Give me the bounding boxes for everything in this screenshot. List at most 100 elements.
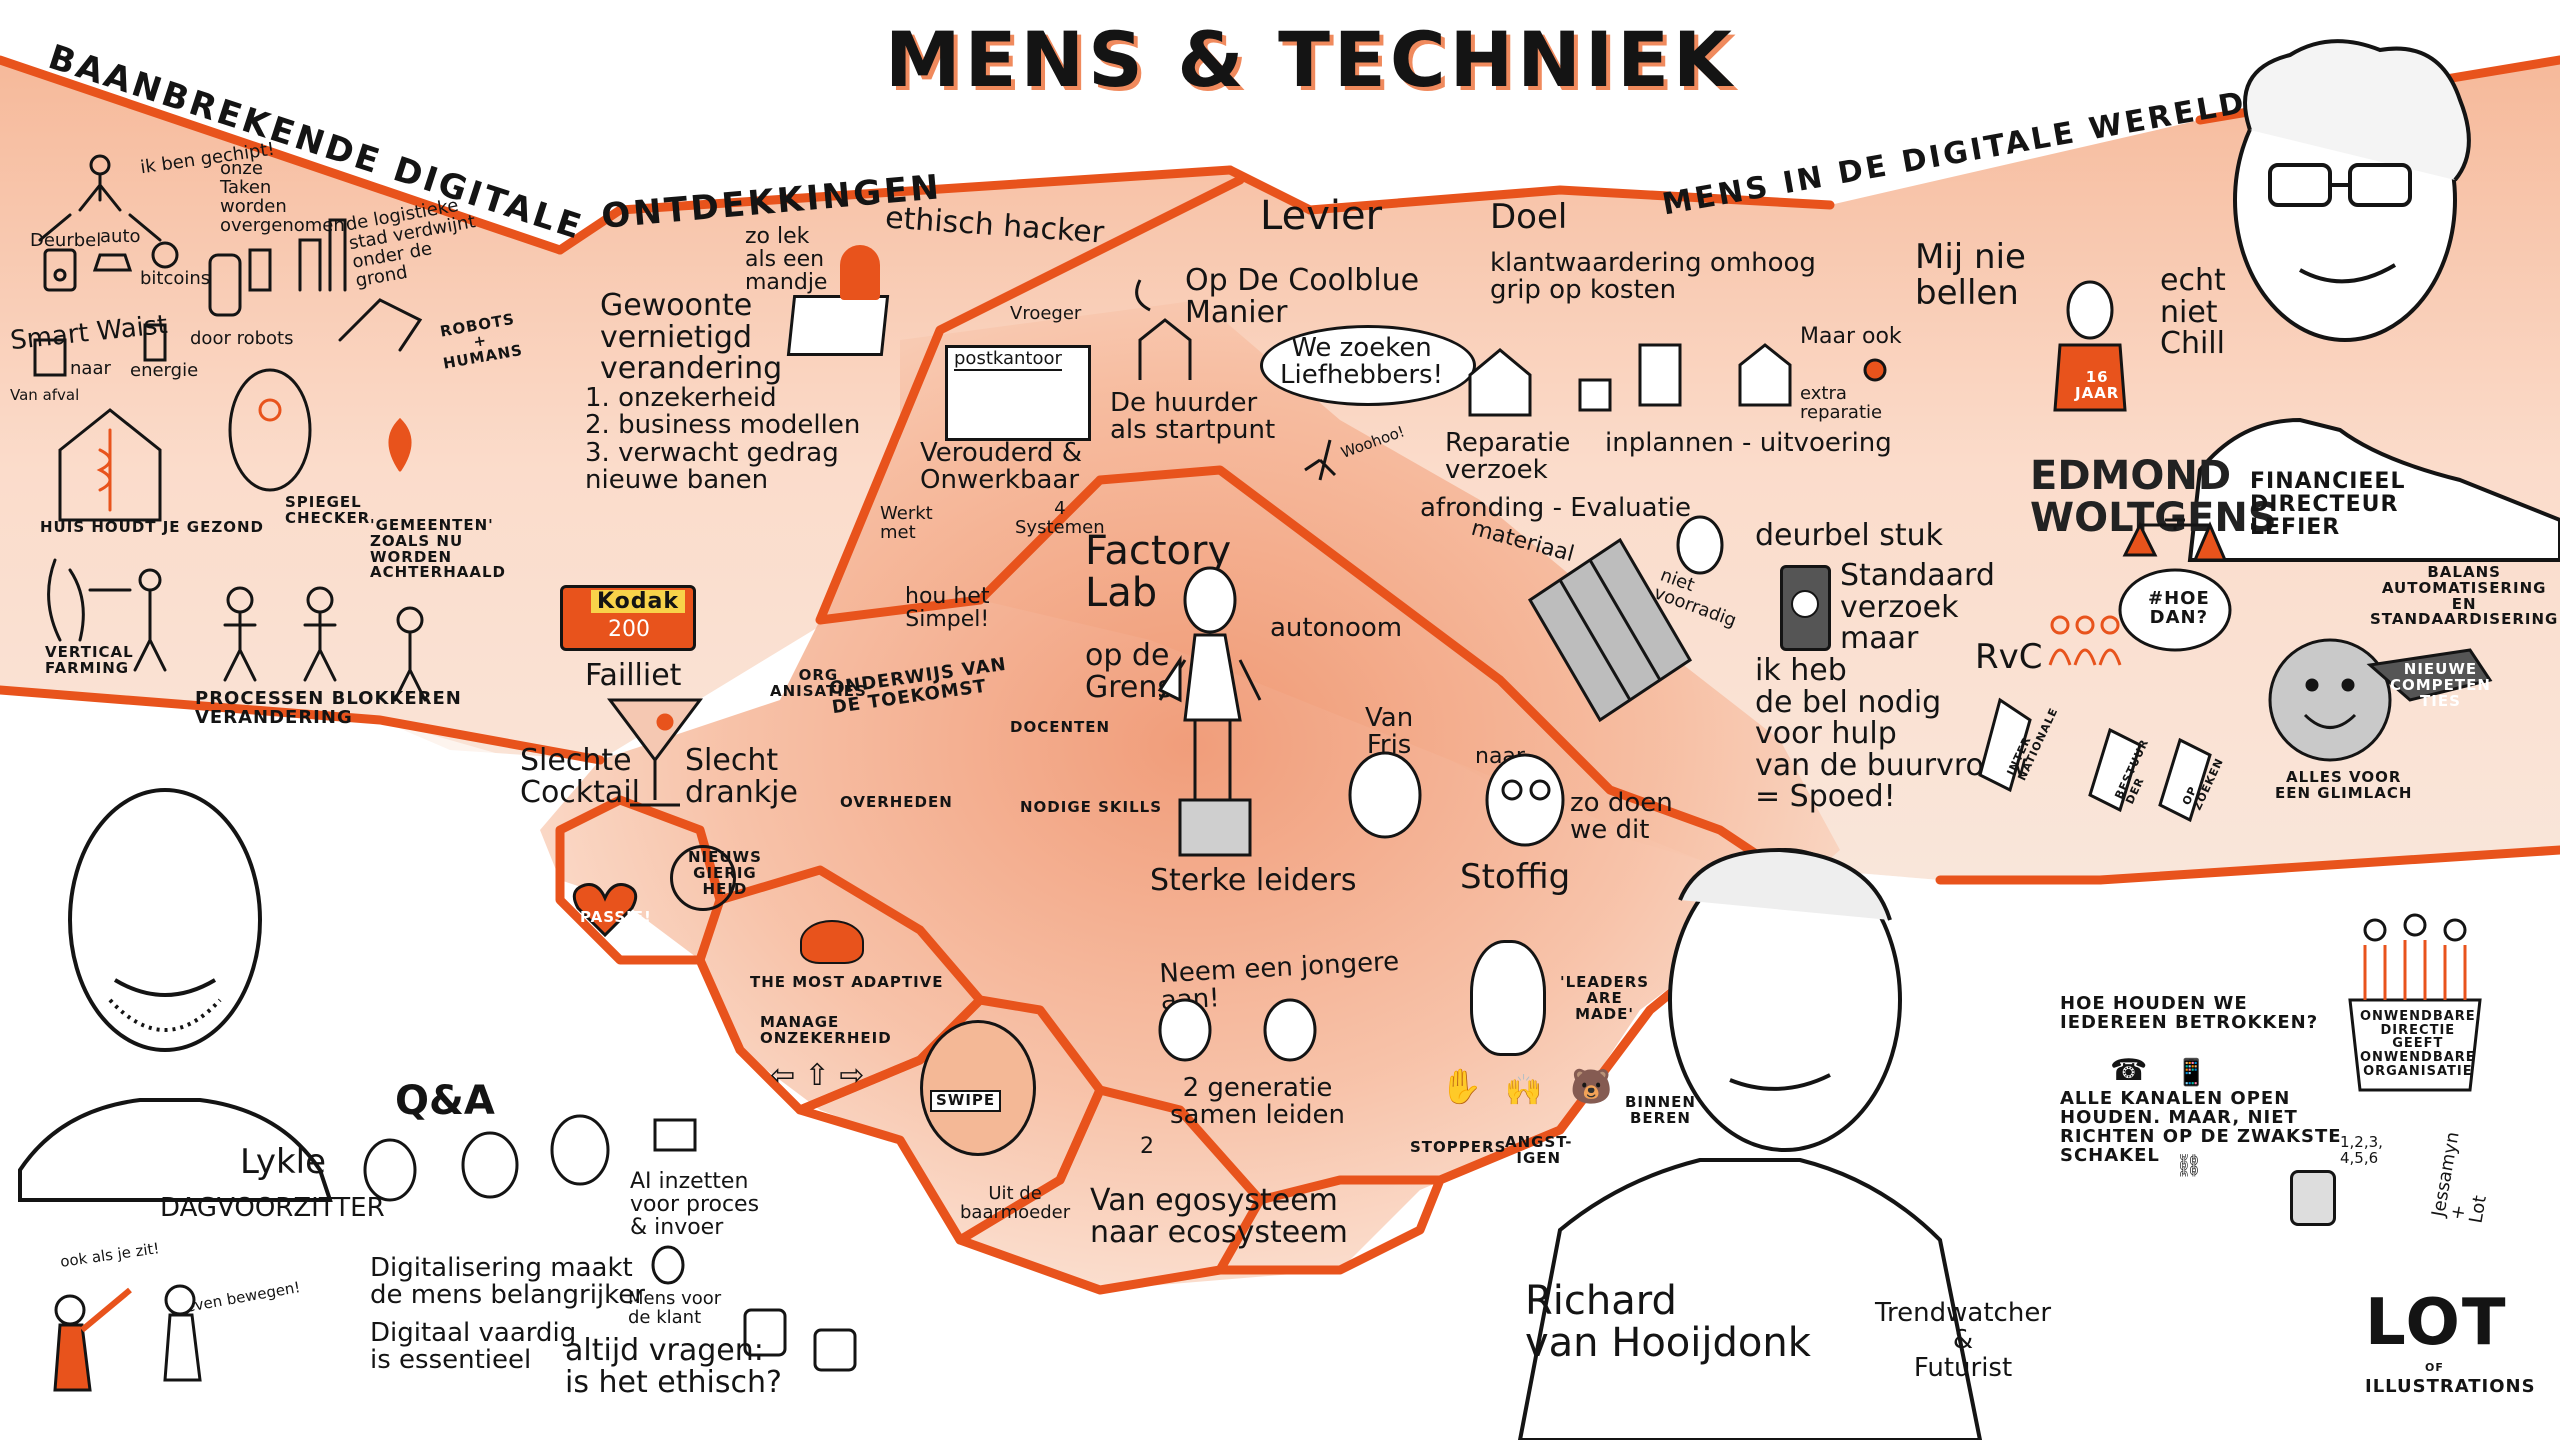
swipe-label: SWIPE [930,1090,1002,1112]
competencies-label: NIEUWE COMPETEN TIES [2390,660,2491,710]
fearful-label: ANGST- IGEN [1505,1133,1573,1167]
strong-leaders-label: Sterke leiders [1150,863,1357,898]
numbers-label: 1,2,3, 4,5,6 [2340,1133,2383,1167]
repair-request-label: Reparatie verzoek [1445,428,1571,486]
car-label: auto [100,226,141,247]
bad-drink-label: Slecht drankje [685,743,798,810]
doorbell-label: Deurbel [30,230,102,251]
digitalisation-label: Digitalisering maakt de mens belangrijke… [370,1253,645,1311]
municipalities-label: 'GEMEENTEN' ZOALS NU WORDEN ACHTERHAALD [370,516,506,582]
tasks-label: onze Taken worden overgenomen [220,158,345,236]
goal-heading: Doel [1490,197,1568,237]
levier-heading: Levier [1260,193,1383,239]
bitcoins-label: bitcoins [140,268,211,289]
edmond-name: EDMOND WOLTGENS [2030,453,2277,541]
standard-request-label: Standaard verzoek maar [1840,558,1995,656]
heart-icon [570,880,640,940]
passion-label: PASSIE! [580,908,652,926]
lovers-label: We zoeken Liefhebbers! [1280,333,1443,391]
lobster-icon [800,920,864,964]
vertical-farming-label: VERTICAL FARMING [45,643,134,677]
inside-bears-label: BINNEN BEREN [1625,1093,1696,1127]
bald-head-icon [1470,940,1546,1056]
richard-role: Trendwatcher & Futurist [1875,1298,2052,1383]
lot-logo: LOT [2365,1286,2508,1360]
smile-label: ALLES VOOR EEN GLIMLACH [2275,768,2413,802]
naar-label: naar [70,358,111,379]
lykle-name: Lykle [240,1142,326,1182]
doorbell-device-icon [1780,565,1831,651]
hacker-hood-icon [840,245,880,300]
dont-call-label: Mij nie bellen [1915,237,2026,313]
rvc-label: RvC [1975,637,2043,677]
works-with-label: Werkt met [880,503,933,543]
post-office-label: postkantoor [954,348,1062,371]
coolblue-label: Op De Coolblue Manier [1185,263,1420,330]
ecosystem-label: Van egosysteem naar ecosysteem [1090,1183,1348,1250]
skills-label: NODIGE SKILLS [1020,798,1163,816]
womb-label: Uit de baarmoeder [960,1183,1071,1223]
laptop-icon [786,295,890,356]
healthy-house-label: HUIS HOUDT JE GEZOND [40,518,264,536]
ai-label: AI inzetten voor proces & invoer [630,1169,760,1241]
robot-small-icon [2290,1170,2336,1226]
bad-cocktail-label: Slechte Cocktail [520,743,640,810]
to-label: naar [1475,744,1525,769]
arrows-icon: ⇦ ⇧ ⇨ [770,1058,865,1093]
qa-heading: Q&A [395,1078,495,1124]
habit-heading: Gewoonte vernietigd verandering [600,288,783,386]
outdated-label: Verouderd & Onwerkbaar [920,438,1083,496]
dusty-label: Stoffig [1460,857,1571,897]
orange-outline-strokes [0,55,2560,1295]
two-label: 2 [1140,1134,1154,1159]
edmond-role: FINANCIEEL DIRECTEUR LEFIER [2250,469,2406,541]
autonomous-label: autonoom [1270,613,1403,643]
not-chill-label: echt niet Chill [2160,263,2226,361]
phone-icon: ☎ [2110,1053,2148,1088]
on-edge-label: op de Grens [1085,638,1174,705]
magnifier-icon [670,845,736,911]
richard-name: Richard van Hooijdonk [1525,1278,1811,1366]
goal-text: klantwaardering omhoog grip op kosten [1490,248,1816,306]
extra-repair-label: extra reparatie [1800,383,1883,423]
energy-label: energie [130,360,199,381]
stoppers-label: STOPPERS [1410,1138,1507,1156]
lot-illustrations-label: ILLUSTRATIONS [2365,1376,2536,1397]
governments-label: OVERHEDEN [840,793,953,811]
most-adaptive-label: THE MOST ADAPTIVE [750,973,944,991]
lykle-role: DAGVOORZITTER [160,1193,385,1223]
leaders-made-label: 'LEADERS ARE MADE' [1560,973,1650,1023]
digital-skills-label: Digitaal vaardig is essentieel [370,1318,577,1376]
need-bell-label: ik heb de bel nodig voor hulp van de buu… [1755,653,2028,814]
evaluation-label: afronding - Evaluatie [1420,493,1692,523]
bear-icon: 🐻 [1570,1067,1613,1107]
kodak-film-icon: Kodak 200 [560,585,696,651]
organisations-label: ORG ANISATIES [770,666,867,700]
systems-label: 4 Systemen [1015,498,1105,538]
how-then-label: #HOE DAN? [2148,588,2210,628]
past-label: Vroeger [1010,303,1082,324]
mirror-checker-label: SPIEGEL CHECKER [285,493,371,527]
lot-of-label: OF [2425,1361,2444,1374]
leaky-label: zo lek als een mandje [745,224,828,296]
chain-icon: ⛓ [2175,1154,2203,1179]
keep-simple-label: hou het Simpel! [905,584,990,633]
but-also-label: Maar ook [1800,324,1902,349]
plan-execute-label: inplannen - uitvoering [1605,428,1892,458]
processes-label: PROCESSEN BLOKKEREN VERANDERING [195,688,462,728]
tenant-label: De huurder als startpunt [1110,388,1276,446]
human-customer-label: Mens voor de klant [628,1288,722,1328]
baby-icon [920,1020,1036,1156]
change-list: 1. onzekerheid 2. business modellen 3. v… [585,383,861,495]
kodak-label: Kodak [591,590,685,613]
bankrupt-label: Failliet [585,658,682,693]
fresh-label: Van Fris [1365,703,1414,761]
teachers-label: DOCENTEN [1010,718,1111,736]
page-title: MENS & TECHNIEK [885,15,1736,104]
phone-icon-2: 📱 [2175,1058,2208,1088]
speech-bubble [1260,325,1476,406]
hand-icon: ✋ [1440,1067,1483,1107]
ethical-question-label: altijd vragen: is het ethisch? [565,1333,782,1400]
hands-icon: 🙌 [1505,1073,1543,1108]
